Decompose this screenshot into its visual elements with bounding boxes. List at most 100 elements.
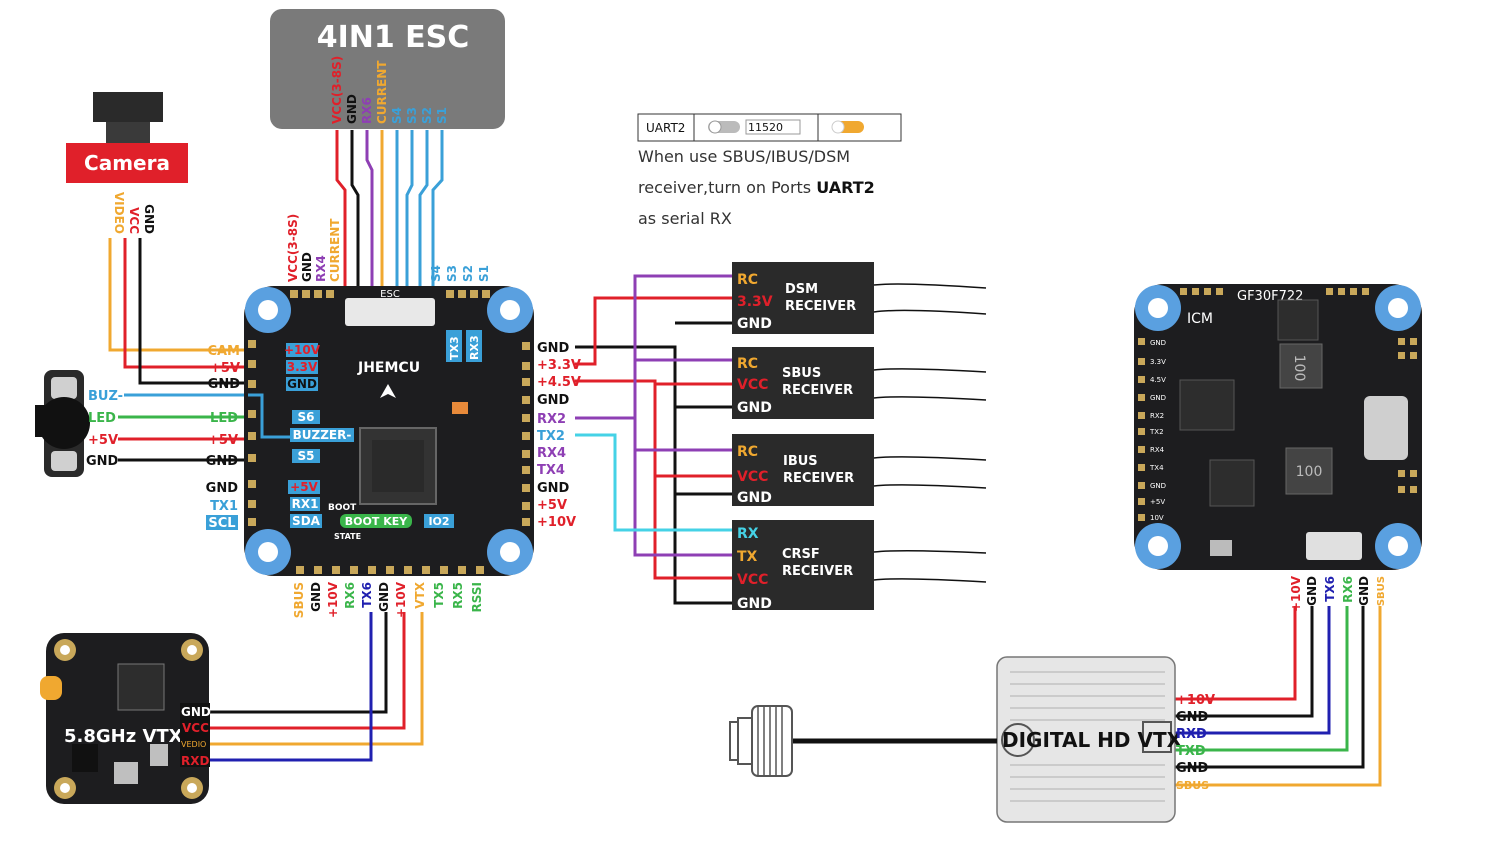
fc-bottom-tx6: TX6 [360, 582, 374, 608]
fc-inner-io2: IO2 [428, 515, 449, 528]
fc-esc-header-label: ESC [380, 289, 400, 300]
fc-right-gnd2: GND [537, 393, 570, 408]
uart-note-line1: When use SBUS/IBUS/DSM [638, 147, 850, 166]
fc-left-gnd: GND [206, 481, 239, 496]
analog-vtx-antenna-connector [40, 676, 62, 700]
crsf-pin-vcc: VCC [737, 572, 768, 588]
esc-module: 4IN1 ESC VCC(3-8S) GND RX6 CURRENT S4 S3… [270, 9, 505, 129]
fc2-usb-c-port [1364, 396, 1408, 460]
analog-vtx-pin-vcc: VCC [182, 721, 209, 735]
sbus-pin-gnd: GND [737, 400, 772, 416]
ibus-pin-vcc: VCC [737, 469, 768, 485]
sbus-name-1: SBUS [782, 366, 821, 381]
buzzer-pin-led: LED [88, 411, 116, 426]
esc-body [270, 9, 505, 129]
camera-pin-gnd: GND [142, 204, 156, 234]
fc-bottom-10v1: +10V [326, 581, 340, 618]
receiver-antennas [873, 283, 987, 583]
fc-bottom-gnd2: GND [377, 582, 391, 612]
fc-top-pin-s4: S4 [429, 265, 443, 282]
dvtx-pin-10v: +10V [1176, 693, 1215, 708]
fc-arrow-icon [380, 384, 396, 398]
dsm-name-1: DSM [785, 282, 818, 297]
crsf-name-1: CRSF [782, 547, 820, 562]
uart-settings-panel: UART2 11520 When use SBUS/IBUS/DSM recei… [637, 113, 902, 228]
fc-left-tx1: TX1 [210, 499, 238, 514]
fc-bottom-gnd1: GND [309, 582, 323, 612]
buzzer-speaker [38, 397, 90, 449]
fc-right-33v: +3.3V [537, 358, 581, 373]
buzzer-pin-gnd: GND [86, 454, 119, 469]
uart-note-line2-text: receiver,turn on Ports [638, 178, 816, 197]
fc2-board [1134, 284, 1422, 570]
dsm-pin-gnd: GND [737, 316, 772, 332]
uart-note-line2-bold: UART2 [816, 178, 875, 197]
fc-right-gnd3: GND [537, 481, 570, 496]
fc-inner-33v: 3.3V [287, 360, 318, 374]
fc2-pad-33v: 3.3V [1150, 358, 1166, 366]
fc2-bottom-rx6: RX6 [1341, 576, 1355, 603]
fc-bottom-vtx: VTX [413, 581, 427, 608]
analog-vtx-pin-gnd: GND [181, 705, 211, 719]
receiver-crsf: RX TX VCC GND CRSF RECEIVER [732, 520, 874, 612]
receiver-sbus: RC VCC GND SBUS RECEIVER [732, 347, 874, 419]
buzzer-wires [118, 393, 248, 462]
fc-inner-rx3: RX3 [468, 335, 481, 360]
fc-inner-buzzer: BUZZER- [293, 428, 352, 442]
esc-title: 4IN1 ESC [317, 20, 470, 55]
fc-inner-5v: +5V [290, 480, 318, 494]
fc2-chip-label: ICM [1187, 311, 1213, 327]
esc-wires [335, 130, 444, 290]
esc-pin-current: CURRENT [375, 60, 389, 124]
fc-top-pin-s1: S1 [477, 265, 491, 282]
uart-note-line2: receiver,turn on Ports UART2 [638, 178, 875, 197]
fc-brand: JHEMCU [357, 360, 420, 376]
fc-inner-10v: +10V [284, 343, 321, 357]
dvtx-pin-sbus: SBUS [1176, 779, 1209, 792]
ibus-name-1: IBUS [783, 454, 818, 469]
fc-left-scl: SCL [208, 516, 235, 531]
second-flight-controller: GF30F722 ICM 100 100 GND 3.3V 4.5V GND R… [1134, 284, 1422, 570]
fc-inner-s5: S5 [298, 449, 315, 463]
fc-top-pin-s2: S2 [461, 265, 475, 282]
dsm-pin-33v: 3.3V [737, 294, 773, 310]
fc-right-tx2: TX2 [537, 429, 565, 444]
fc2-pad-gnd1: GND [1150, 339, 1166, 347]
fc-right-gnd1: GND [537, 341, 570, 356]
dsm-pin-rc: RC [737, 272, 758, 288]
fc-bottom-rssi: RSSI [470, 582, 484, 612]
sbus-pin-vcc: VCC [737, 377, 768, 393]
analog-vtx-pin-video: VEDIO [181, 740, 206, 749]
digital-hd-vtx: DIGITAL HD VTX +10V GND RXD TXD GND SBUS [996, 656, 1215, 823]
fc2-pad-gnd2: GND [1150, 394, 1166, 402]
fc-esc-connector [345, 298, 435, 326]
dvtx-pin-rxd: RXD [1176, 727, 1207, 742]
fc2-pad-gnd3: GND [1150, 482, 1166, 490]
fc-boot-key: BOOT KEY [345, 515, 408, 528]
esc-pin-s3: S3 [405, 107, 419, 124]
camera-label-box [66, 143, 188, 183]
esc-pin-s2: S2 [420, 107, 434, 124]
fc-top-pin-vcc: VCC(3-8S) [286, 214, 300, 282]
fc2-pad-rx4: RX4 [1150, 446, 1165, 454]
fc2-bottom-sbus: SBUS [1376, 576, 1387, 606]
esc-pin-vcc: VCC(3-8S) [330, 56, 344, 124]
analog-vtx: 5.8GHz VTX GND VCC VEDIO RXD [40, 633, 211, 804]
camera-pin-vcc: VCC [127, 207, 141, 234]
fc-top-pin-gnd: GND [300, 252, 314, 282]
fc-right-45v: +4.5V [537, 375, 581, 390]
fc-inner-state: STATE [334, 532, 361, 541]
ibus-name-2: RECEIVER [783, 471, 854, 486]
esc-pin-gnd: GND [345, 94, 359, 124]
fc2-bottom-10v: +10V [1289, 575, 1303, 612]
fc-left-gnd-buz: GND [206, 454, 239, 469]
fc2-pad-45v: 4.5V [1150, 376, 1166, 384]
buzzer-pin-5v: +5V [88, 433, 118, 448]
analog-vtx-pin-rxd: RXD [181, 754, 209, 768]
fc-bottom-tx5: TX5 [432, 582, 446, 608]
ibus-pin-rc: RC [737, 444, 758, 460]
fc-left-cam: CAM [207, 344, 240, 359]
uart-baud-value: 11520 [748, 121, 783, 134]
